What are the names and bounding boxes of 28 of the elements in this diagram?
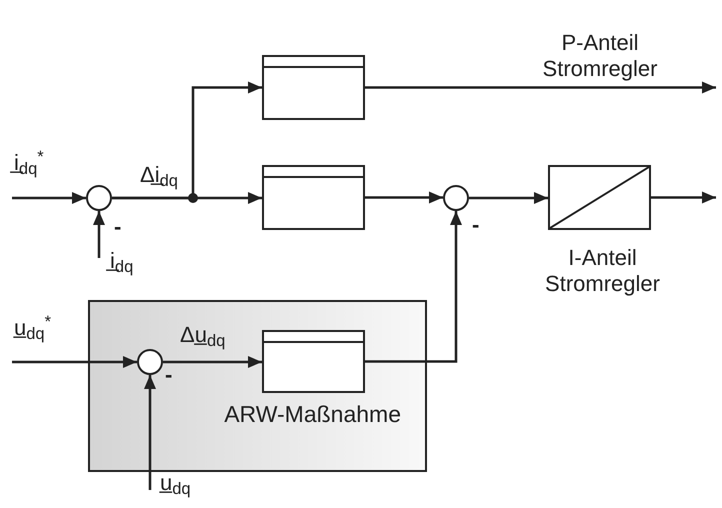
- signal-arrow: [163, 356, 262, 368]
- signal-arrow: [12, 356, 137, 368]
- signal-arrow: [651, 192, 716, 204]
- minus-sign: -: [165, 362, 172, 388]
- transfer-block: [262, 330, 365, 393]
- signal-label: Δi̲$_{dq}$: [140, 162, 179, 188]
- signal-arrow: [365, 211, 462, 363]
- group-box: [88, 300, 427, 472]
- transfer-block: [262, 165, 365, 230]
- minus-sign: -: [114, 214, 122, 240]
- minus-sign: -: [472, 212, 480, 238]
- summing-junction: [86, 185, 112, 211]
- signal-arrow: [365, 82, 716, 94]
- signal-arrow: [112, 192, 262, 204]
- signal-arrow: [12, 192, 86, 204]
- group-label: ARW-Maßnahme: [224, 403, 401, 426]
- summing-junction: [137, 349, 163, 375]
- signal-arrow: [365, 192, 443, 204]
- block-caption: I-Anteil Stromregler: [545, 245, 660, 297]
- transfer-block: [262, 55, 365, 120]
- signal-label: Δu̲$_{dq}$: [180, 322, 226, 348]
- signal-arrow: [469, 192, 548, 204]
- summing-junction: [443, 185, 469, 211]
- signal-arrow: [144, 375, 156, 490]
- integrator-block: [548, 165, 651, 230]
- signal-label: u̲$_{dq}$: [160, 470, 192, 496]
- signal-label: P-Anteil Stromregler: [542, 30, 658, 82]
- signal-arrow: [93, 211, 105, 258]
